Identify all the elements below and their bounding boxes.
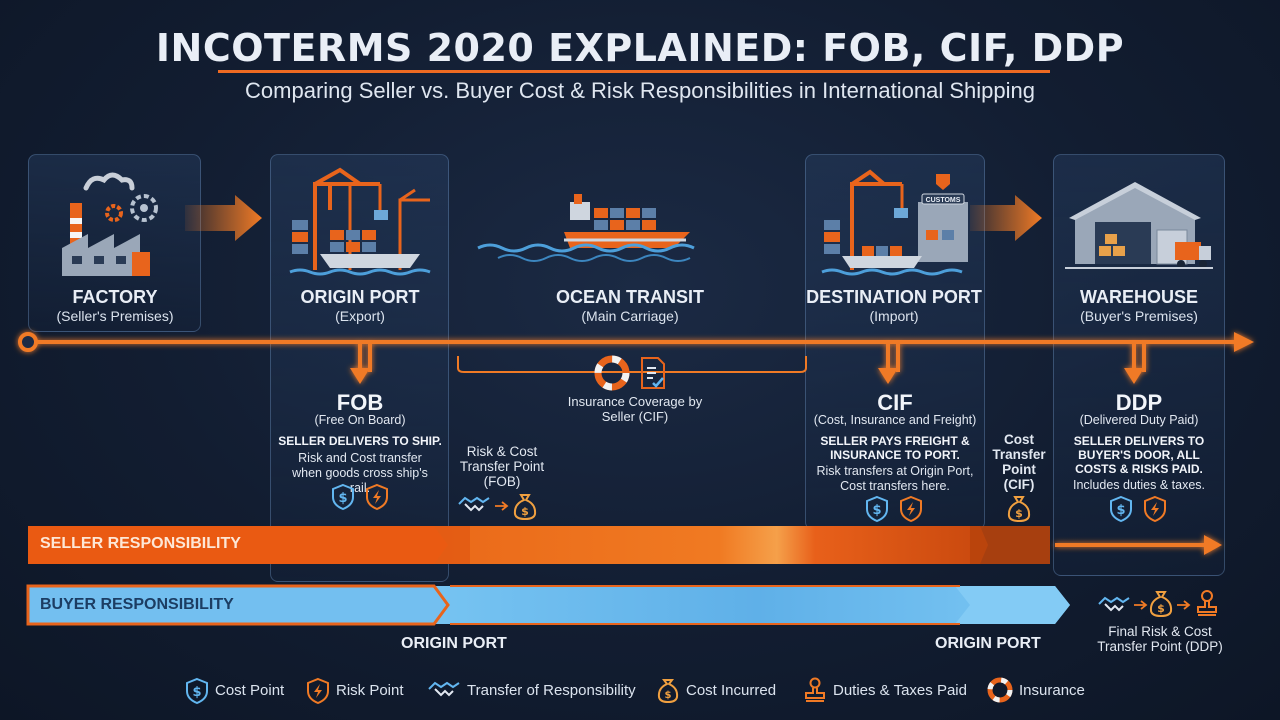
ddp-detail: Includes duties & taxes. xyxy=(1072,478,1206,492)
fob-risk-point-icon xyxy=(366,483,388,511)
ddp-transfer-arrow-2-icon xyxy=(1177,600,1191,610)
svg-text:$: $ xyxy=(192,685,201,700)
stage-destination-port-sub: (Import) xyxy=(869,308,919,324)
stage-origin-port-name: ORIGIN PORT xyxy=(300,287,420,307)
cif-risk-point-icon xyxy=(900,495,922,523)
legend-duties: Duties & Taxes Paid xyxy=(803,677,967,702)
factory-icon xyxy=(62,172,158,276)
fob-full-name: (Free On Board) xyxy=(314,413,406,427)
cif-cost-point-icon: $ xyxy=(866,495,888,523)
legend-risk-point: Risk Point xyxy=(306,677,404,705)
customs-sign: CUSTOMS xyxy=(926,197,961,204)
lifebuoy-icon xyxy=(987,677,1013,703)
legend-cost-incurred: $ Cost Incurred xyxy=(656,678,777,704)
svg-text:$: $ xyxy=(1116,503,1125,518)
fob-handshake-icon xyxy=(458,496,490,512)
factory-panel xyxy=(28,154,201,332)
origin-port-label-1: ORIGIN PORT xyxy=(401,635,507,652)
risk-point-icon xyxy=(307,677,329,705)
fob-cost-point-icon: $ xyxy=(332,483,354,511)
insurance-annotation: Insurance Coverage by Seller (CIF) xyxy=(567,394,703,424)
legend-cost-point: $ Cost Point xyxy=(185,677,285,705)
cargo-ship-icon xyxy=(477,194,695,262)
svg-text:$: $ xyxy=(1015,507,1023,520)
title-underline xyxy=(218,70,1050,73)
svg-text:$: $ xyxy=(521,505,529,518)
stage-ocean-sub: (Main Carriage) xyxy=(581,308,679,324)
money-bag-icon: $ xyxy=(657,679,679,704)
cif-full-name: (Cost, Insurance and Freight) xyxy=(813,413,977,427)
legend-duties-label: Duties & Taxes Paid xyxy=(833,681,967,699)
ddp-transfer-annotation: Final Risk & Cost Transfer Point (DDP) xyxy=(1097,624,1223,654)
cost-point-icon: $ xyxy=(186,677,208,705)
ddp-money-bag-icon: $ xyxy=(1149,591,1173,618)
seller-band-label: SELLER RESPONSIBILITY xyxy=(40,535,241,552)
lifebuoy-icon xyxy=(594,355,630,391)
warehouse-icon xyxy=(1065,182,1213,269)
port-crane-icon xyxy=(289,167,431,276)
handshake-icon xyxy=(428,681,460,697)
legend-insurance-label: Insurance xyxy=(1019,681,1085,699)
stage-warehouse-sub: (Buyer's Premises) xyxy=(1080,308,1198,324)
origin-port-label-2: ORIGIN PORT xyxy=(935,635,1041,652)
cif-transfer-annotation: Cost Transfer Point (CIF) xyxy=(992,432,1046,492)
legend-transfer: Transfer of Responsibility xyxy=(427,678,636,702)
ddp-full-name: (Delivered Duty Paid) xyxy=(1079,413,1199,427)
legend-insurance: Insurance xyxy=(987,677,1085,703)
stage-ocean-name: OCEAN TRANSIT xyxy=(556,287,704,307)
ddp-title: DDP xyxy=(1115,390,1163,415)
ddp-risk-point-icon xyxy=(1144,495,1166,523)
legend-cost-point-label: Cost Point xyxy=(215,681,285,699)
svg-text:$: $ xyxy=(872,503,881,518)
stage-factory-name: FACTORY xyxy=(72,287,158,307)
stage-origin-port-sub: (Export) xyxy=(335,308,385,324)
buyer-band-label: BUYER RESPONSIBILITY xyxy=(40,596,234,613)
fob-headline: SELLER DELIVERS TO SHIP. xyxy=(278,434,442,448)
fob-detail: Risk and Cost transfer when goods cross … xyxy=(292,451,428,495)
page-title: INCOTERMS 2020 EXPLAINED: FOB, CIF, DDP xyxy=(155,26,1125,70)
customs-port-icon: CUSTOMS xyxy=(821,169,968,276)
cif-money-bag-icon: $ xyxy=(1007,496,1031,523)
cif-title: CIF xyxy=(877,390,913,415)
cif-detail: Risk transfers at Origin Port, Cost tran… xyxy=(816,464,974,493)
ddp-headline: SELLER DELIVERS TO BUYER'S DOOR, ALL COS… xyxy=(1073,434,1205,476)
ddp-stamp-icon xyxy=(1197,590,1217,616)
stamp-icon xyxy=(805,677,825,702)
fob-transfer-annotation: Risk & Cost Transfer Point (FOB) xyxy=(459,444,545,489)
fob-transfer-arrow-icon xyxy=(495,501,509,511)
stage-factory-sub: (Seller's Premises) xyxy=(56,308,174,324)
legend-cost-incurred-label: Cost Incurred xyxy=(686,681,777,699)
svg-text:$: $ xyxy=(338,491,347,506)
svg-text:$: $ xyxy=(1157,602,1165,615)
stage-destination-port-name: DESTINATION PORT xyxy=(806,287,982,307)
legend-risk-point-label: Risk Point xyxy=(336,681,404,699)
ddp-handshake-icon xyxy=(1098,596,1130,612)
insurance-document-icon xyxy=(641,357,665,389)
svg-text:$: $ xyxy=(665,690,672,701)
fob-money-bag-icon: $ xyxy=(513,494,537,521)
stage-warehouse-name: WAREHOUSE xyxy=(1079,287,1198,307)
fob-title: FOB xyxy=(336,390,384,415)
legend-transfer-label: Transfer of Responsibility xyxy=(467,681,636,699)
ddp-cost-point-icon: $ xyxy=(1110,495,1132,523)
ddp-transfer-arrow-icon xyxy=(1134,600,1148,610)
cif-headline: SELLER PAYS FREIGHT & INSURANCE TO PORT. xyxy=(820,434,970,462)
page-subtitle: Comparing Seller vs. Buyer Cost & Risk R… xyxy=(245,78,1035,103)
